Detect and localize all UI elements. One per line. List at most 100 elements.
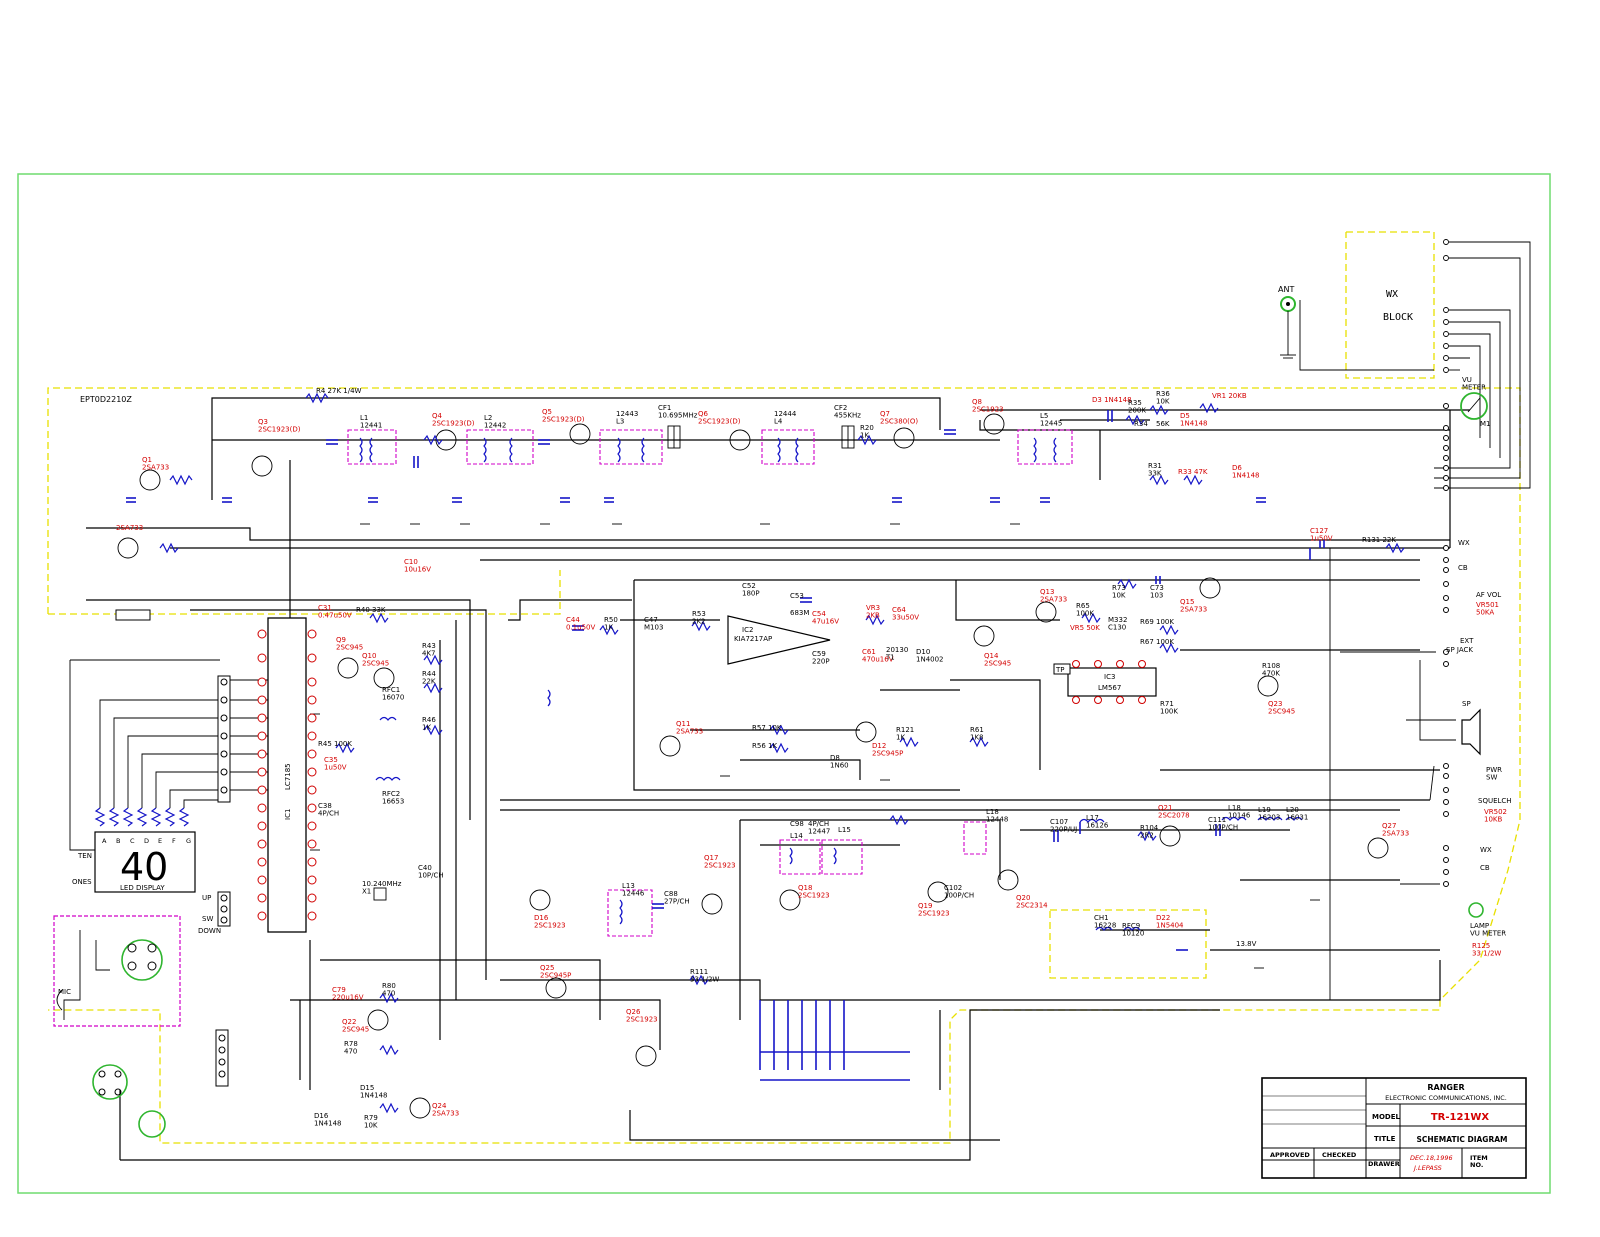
wx-block: WX BLOCK xyxy=(1299,239,1531,489)
drawer-name: J.LEPASS xyxy=(1412,1164,1442,1172)
ic2-ref: IC2 xyxy=(742,626,753,634)
r131-label: R131 22K xyxy=(1362,536,1396,544)
ceramic-filters xyxy=(373,425,855,901)
r33-label: R33 47K xyxy=(1178,468,1208,476)
r40-label: R40 33K xyxy=(356,606,386,614)
transistors xyxy=(117,413,1389,1119)
ext-label: EXT xyxy=(1460,637,1474,645)
title-value: SCHEMATIC DIAGRAM xyxy=(1416,1135,1507,1144)
board-code: EPT0D2210Z xyxy=(80,395,132,404)
down-label: DOWN xyxy=(198,927,221,935)
wx-block-label-2: BLOCK xyxy=(1383,312,1413,323)
wx-label-2: WX xyxy=(1480,846,1492,854)
rf-section-outline xyxy=(47,387,1521,1144)
model-label: MODEL xyxy=(1372,1113,1401,1121)
ic2-part: KIA7217AP xyxy=(734,635,772,643)
mic-connector xyxy=(92,1029,229,1138)
segment-wires xyxy=(69,659,268,851)
cb-label-2: CB xyxy=(1480,864,1490,872)
up-label: UP xyxy=(202,894,211,902)
tp-label: TP xyxy=(1055,666,1065,674)
sp-jack-label: SP JACK xyxy=(1446,646,1473,654)
company-line2: ELECTRONIC COMMUNICATIONS, INC. xyxy=(1385,1094,1507,1102)
led-segment-e: E xyxy=(158,837,162,845)
wx-block-label-1: WX xyxy=(1386,289,1398,300)
model-value: TR-121WX xyxy=(1431,1112,1490,1123)
ic1-part: LC7185 xyxy=(284,763,292,790)
v138-label: 13.8V xyxy=(1236,940,1257,948)
r69-label: R69 100K xyxy=(1140,618,1174,626)
ten-label: TEN xyxy=(77,852,92,860)
if-shields xyxy=(347,429,1073,937)
power-section-outline xyxy=(1049,909,1207,979)
title-block: RANGER ELECTRONIC COMMUNICATIONS, INC. M… xyxy=(1261,1077,1527,1179)
vr1-label: VR1 20KB xyxy=(1212,392,1247,400)
led-digits: 40 xyxy=(120,845,168,889)
led-caption: LED DISPLAY xyxy=(120,884,165,892)
ic1-ref: IC1 xyxy=(284,809,292,820)
wx-label: WX xyxy=(1458,539,1470,547)
capacitors xyxy=(326,410,1325,951)
ic3-chip: IC3 LM567 TP xyxy=(1053,660,1157,704)
segment-resistors xyxy=(94,807,190,827)
sheet-border xyxy=(17,173,1551,1194)
updown-switch: UP SW DOWN xyxy=(198,891,231,935)
